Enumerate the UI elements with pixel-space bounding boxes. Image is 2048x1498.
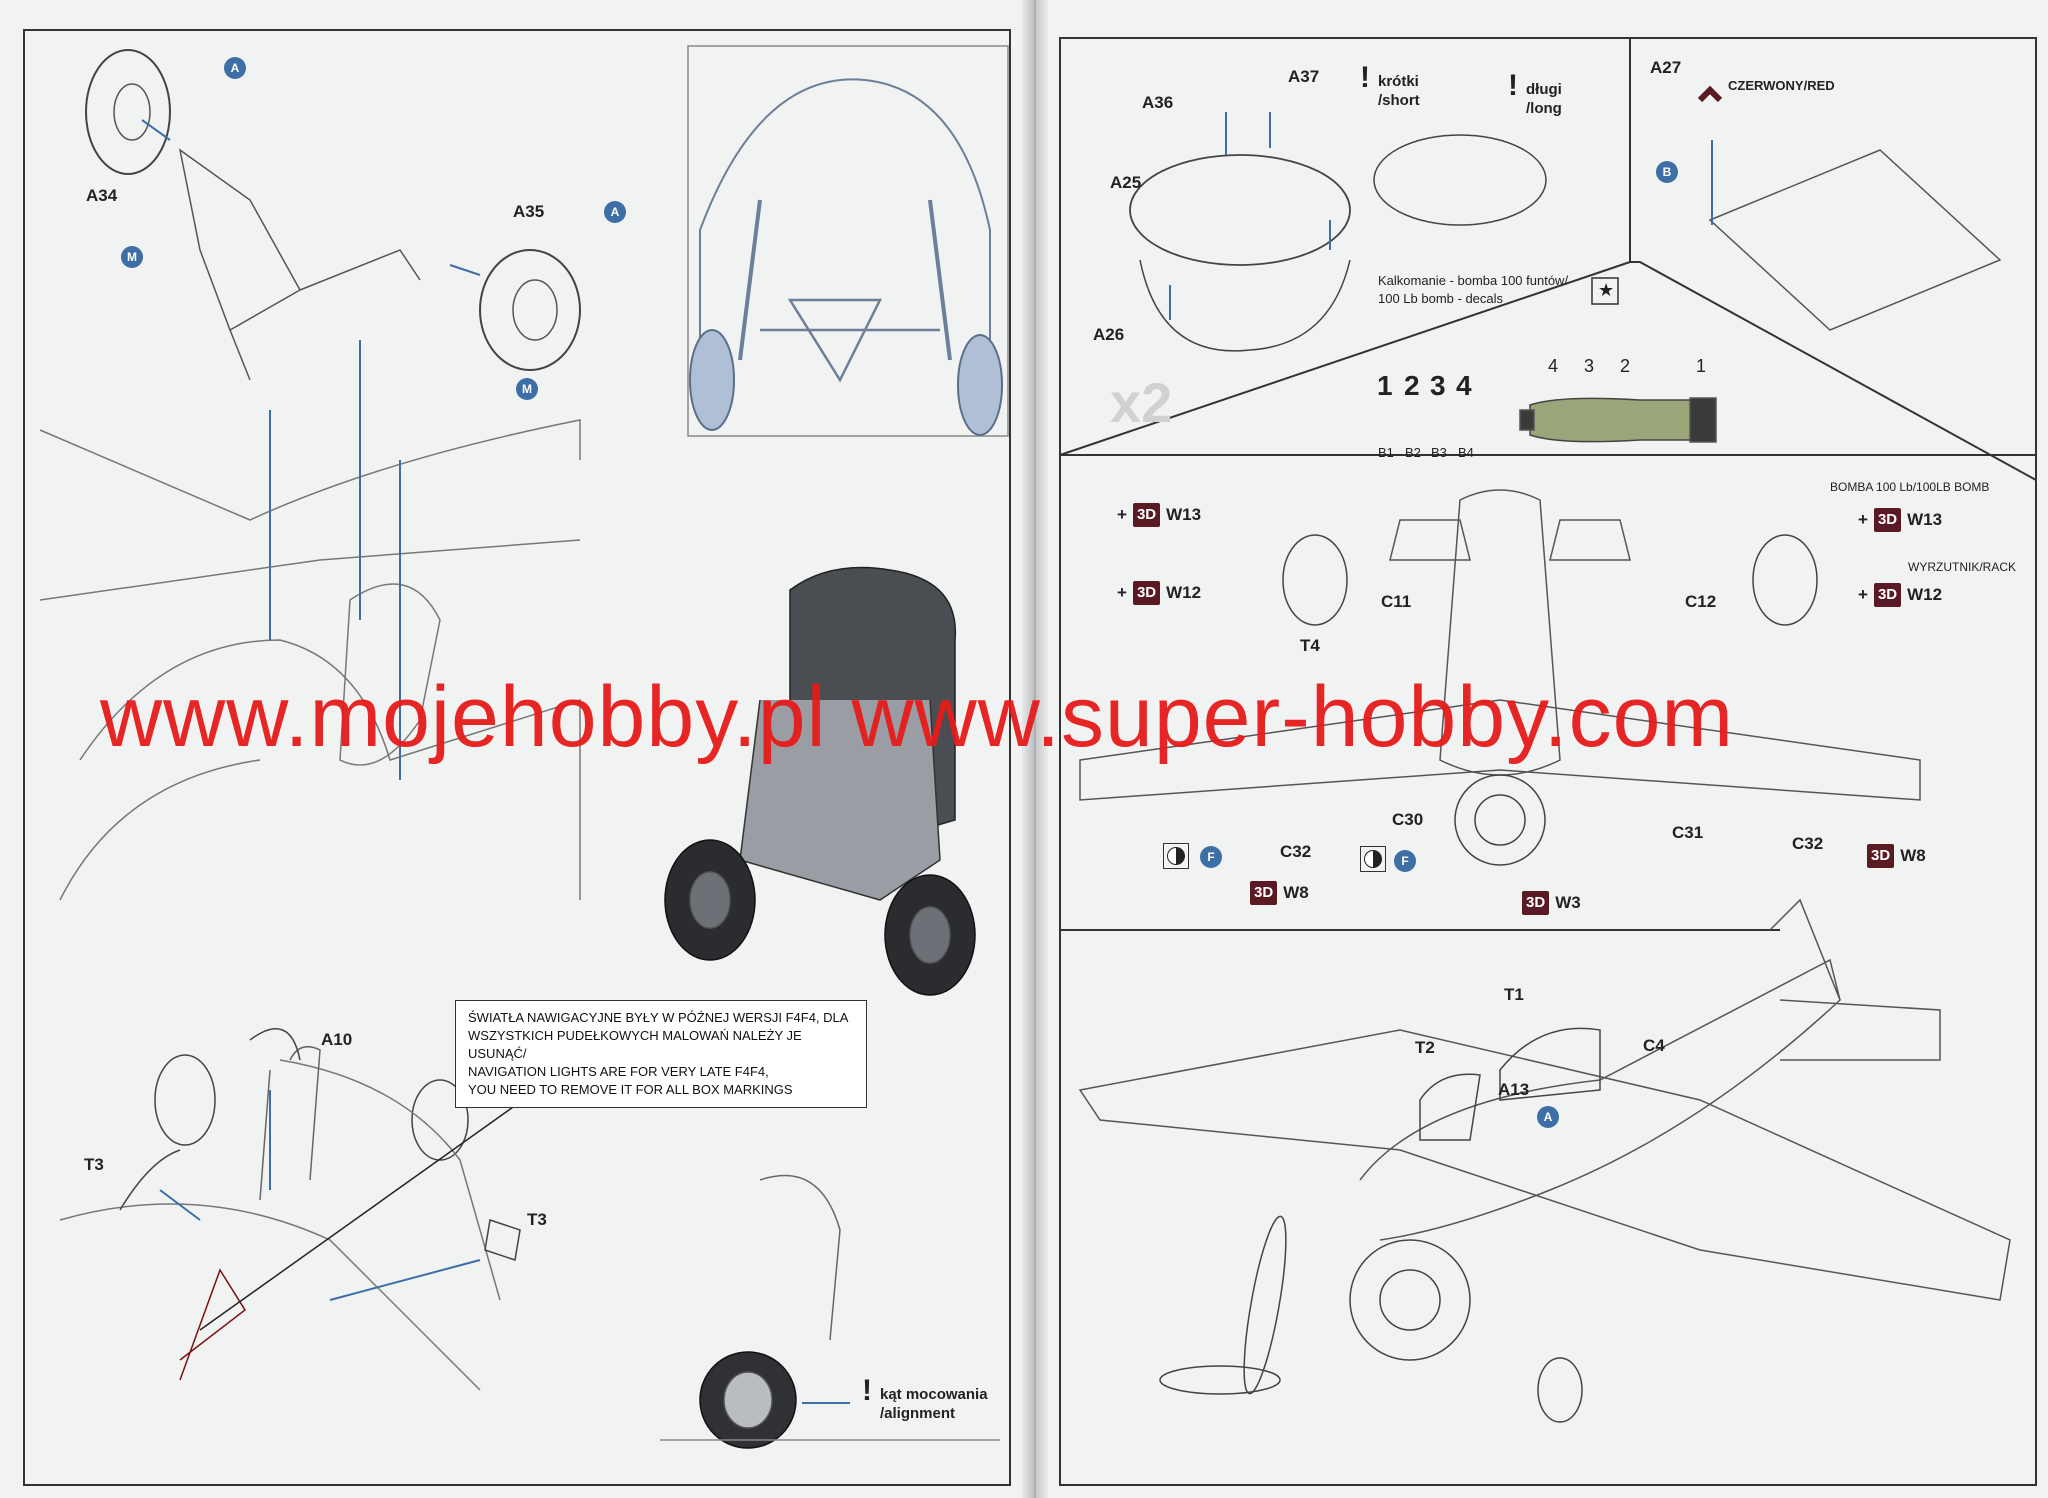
3d-badge: 3D bbox=[1873, 508, 1902, 532]
part-label-a37: A37 bbox=[1288, 67, 1320, 86]
part-label-a25: A25 bbox=[1110, 173, 1142, 192]
paint-dot-m-mid: M bbox=[516, 378, 538, 400]
half-shade-icon bbox=[1163, 843, 1189, 869]
decals-title: Kalkomanie - bomba 100 funtów/ 100 Lb bo… bbox=[1378, 272, 1568, 308]
decal-number-2: 2 bbox=[1404, 370, 1420, 401]
part-w12-left: +3D W12 bbox=[1117, 580, 1201, 606]
part-label-t3-left: T3 bbox=[84, 1155, 104, 1174]
part-w8-right: 3D W8 bbox=[1867, 843, 1926, 869]
part-code: W12 bbox=[1166, 583, 1202, 602]
part-label-a10: A10 bbox=[321, 1030, 353, 1049]
part-label-c11: C11 bbox=[1381, 592, 1412, 611]
decals-title-line-1: Kalkomanie - bomba 100 funtów/ bbox=[1378, 273, 1569, 288]
part-label-c32-right: C32 bbox=[1792, 834, 1824, 853]
part-label-c4: C4 bbox=[1643, 1036, 1665, 1055]
exclamation-icon: ! bbox=[1360, 61, 1370, 94]
part-w13-left: +3D W13 bbox=[1117, 502, 1201, 528]
decal-number-1: 1 bbox=[1377, 370, 1393, 401]
3d-badge: 3D bbox=[1132, 581, 1161, 605]
part-code: W13 bbox=[1907, 510, 1943, 529]
paint-dot-f-right: F bbox=[1394, 850, 1416, 872]
note-line-3: NAVIGATION LIGHTS ARE FOR VERY LATE F4F4… bbox=[468, 1064, 769, 1079]
decal-code-b4: B4 bbox=[1458, 445, 1474, 460]
part-label-c31: C31 bbox=[1672, 823, 1704, 842]
part-code: W12 bbox=[1907, 585, 1943, 604]
alignment-line-1: kąt mocowania bbox=[880, 1386, 988, 1403]
decal-code-b3: B3 bbox=[1431, 445, 1447, 460]
decals-title-line-2: 100 Lb bomb - decals bbox=[1378, 291, 1504, 306]
decal-number-3: 3 bbox=[1430, 370, 1446, 401]
part-label-t1: T1 bbox=[1504, 985, 1524, 1004]
paint-dot-a-top: A bbox=[224, 57, 246, 79]
part-code: W8 bbox=[1900, 846, 1926, 865]
part-code: W8 bbox=[1283, 883, 1309, 902]
3d-badge: 3D bbox=[1873, 583, 1902, 607]
part-label-a34: A34 bbox=[86, 186, 118, 205]
part-label-a27: A27 bbox=[1650, 58, 1682, 77]
long-note-line-2: /long bbox=[1526, 100, 1562, 117]
bomb-callout-1: 1 bbox=[1696, 356, 1707, 376]
part-label-c32-left: C32 bbox=[1280, 842, 1312, 861]
bomb-heading: BOMBA 100 Lb/100LB BOMB bbox=[1830, 480, 1990, 494]
part-code: W3 bbox=[1555, 893, 1581, 912]
quantity-multiplier: x2 bbox=[1110, 371, 1173, 434]
alignment-line-2: /alignment bbox=[880, 1405, 956, 1422]
bomb-callout-4: 4 bbox=[1548, 356, 1559, 376]
short-note-line-1: krótki bbox=[1378, 73, 1419, 90]
part-label-a36: A36 bbox=[1142, 93, 1174, 112]
plus-sign: + bbox=[1117, 505, 1127, 524]
paint-dot-a-mid: A bbox=[604, 201, 626, 223]
paint-dot-b: B bbox=[1656, 161, 1678, 183]
exclamation-icon: ! bbox=[862, 1374, 872, 1407]
half-shade-icon bbox=[1360, 846, 1386, 872]
decal-code-b2: B2 bbox=[1405, 445, 1421, 460]
short-note: ! krótki /short bbox=[1360, 63, 1420, 110]
part-label-t4: T4 bbox=[1300, 636, 1320, 655]
watermark-text: www.mojehobby.pl www.super-hobby.com bbox=[100, 669, 1735, 765]
paint-dot-a-final: A bbox=[1537, 1106, 1559, 1128]
alignment-warning: ! kąt mocowania /alignment bbox=[862, 1376, 988, 1423]
part-label-a13: A13 bbox=[1498, 1080, 1530, 1099]
part-code: W13 bbox=[1166, 505, 1202, 524]
decal-code-b1: B1 bbox=[1378, 445, 1394, 460]
bomb-callout-2: 2 bbox=[1620, 356, 1631, 376]
part-label-c30: C30 bbox=[1392, 810, 1424, 829]
plus-sign: + bbox=[1858, 510, 1868, 529]
navigation-lights-note: ŚWIATŁA NAWIGACYJNE BYŁY W PÓŹNEJ WERSJI… bbox=[455, 1000, 867, 1108]
part-w8-left: 3D W8 bbox=[1250, 880, 1309, 906]
right-instruction-page bbox=[1040, 0, 2048, 1498]
color-note-red: CZERWONY/RED bbox=[1728, 78, 1835, 93]
note-line-1: ŚWIATŁA NAWIGACYJNE BYŁY W PÓŹNEJ WERSJI… bbox=[468, 1010, 849, 1025]
3d-badge: 3D bbox=[1522, 891, 1550, 915]
long-note-line-1: długi bbox=[1526, 81, 1562, 98]
rack-heading: WYRZUTNIK/RACK bbox=[1908, 560, 2016, 574]
short-note-line-2: /short bbox=[1378, 92, 1420, 109]
part-label-t2: T2 bbox=[1415, 1038, 1435, 1057]
star-icon: ★ bbox=[1598, 280, 1615, 300]
exclamation-icon: ! bbox=[1508, 69, 1518, 102]
paint-dot-m-top: M bbox=[121, 246, 143, 268]
long-note: ! długi /long bbox=[1508, 71, 1562, 118]
part-w3: 3D W3 bbox=[1522, 890, 1581, 916]
3d-badge: 3D bbox=[1250, 881, 1278, 905]
paint-dot-f-left: F bbox=[1200, 846, 1222, 868]
page-gutter bbox=[1022, 0, 1048, 1498]
left-page-frame bbox=[23, 29, 1011, 1486]
3d-badge: 3D bbox=[1867, 844, 1895, 868]
decal-number-4: 4 bbox=[1456, 370, 1472, 401]
part-w12-right: +3D W12 bbox=[1858, 582, 1942, 608]
3d-badge: 3D bbox=[1132, 503, 1161, 527]
note-line-4: YOU NEED TO REMOVE IT FOR ALL BOX MARKIN… bbox=[468, 1082, 793, 1097]
part-w13-right: +3D W13 bbox=[1858, 507, 1942, 533]
plus-sign: + bbox=[1117, 583, 1127, 602]
part-label-a26: A26 bbox=[1093, 325, 1125, 344]
part-label-t3-right: T3 bbox=[527, 1210, 547, 1229]
plus-sign: + bbox=[1858, 585, 1868, 604]
note-line-2: WSZYSTKICH PUDEŁKOWYCH MALOWAŃ NALEŻY JE… bbox=[468, 1028, 802, 1061]
part-label-a35: A35 bbox=[513, 202, 545, 221]
bomb-callout-3: 3 bbox=[1584, 356, 1595, 376]
part-label-c12: C12 bbox=[1685, 592, 1717, 611]
